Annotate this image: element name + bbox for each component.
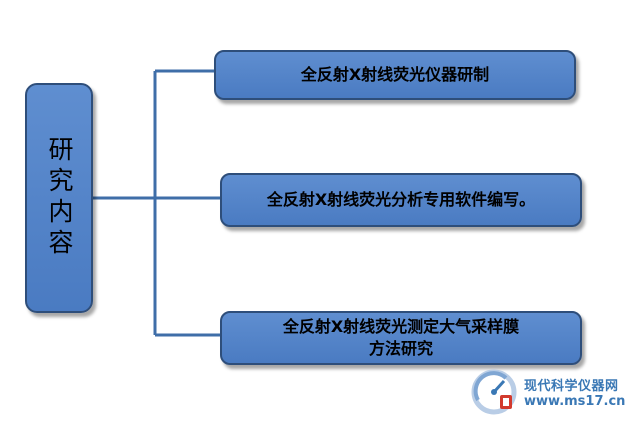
- watermark-title: 现代科学仪器网: [524, 379, 619, 394]
- watermark-url: www.ms17.cn: [524, 394, 626, 409]
- root-topic-box: 研究内容: [25, 83, 93, 313]
- topic-box-1: 全反射X射线荧光仪器研制: [214, 50, 576, 100]
- topic-label-1: 全反射X射线荧光仪器研制: [300, 65, 490, 84]
- topic-box-2: 全反射X射线荧光分析专用软件编写。: [220, 173, 582, 227]
- root-topic-label: 研究内容: [45, 136, 74, 260]
- site-watermark: 现代科学仪器网 www.ms17.cn: [470, 365, 640, 420]
- gauge-logo-icon: [471, 369, 517, 415]
- topic-label-3: 全反射X射线荧光测定大气采样膜方法研究: [282, 317, 520, 358]
- topic-box-3: 全反射X射线荧光测定大气采样膜方法研究: [220, 311, 582, 365]
- topic-label-2: 全反射X射线荧光分析专用软件编写。: [266, 190, 536, 209]
